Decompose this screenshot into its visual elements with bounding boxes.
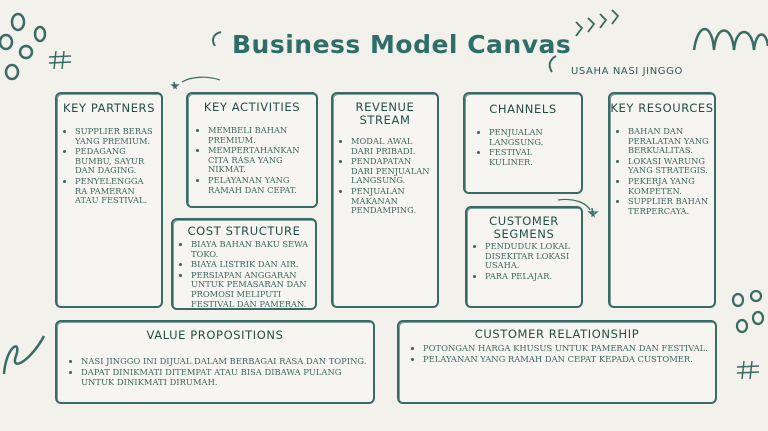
customer-relationship-box: CUSTOMER RELATIONSHIP POTONGAN HARGA KHU… xyxy=(397,320,717,404)
list-item: MEMPERTAHANKAN CITA RASA YANG NIKMAT. xyxy=(208,145,312,175)
list-item: SUPPLIER BAHAN TERPERCAYA. xyxy=(628,196,712,216)
value-propositions-heading: VALUE PROPOSITIONS xyxy=(146,328,284,342)
customer-segments-box: CUSTOMER SEGMENS PENDUDUK LOKAL DISEKITA… xyxy=(465,206,583,308)
list-item: BIAYA LISTRIK DAN AIR. xyxy=(191,260,311,270)
circle-doodles-top-left xyxy=(0,12,47,81)
list-item: MEMBELI BAHAN PREMIUM. xyxy=(208,125,312,145)
channels-heading: CHANNELS xyxy=(489,102,557,116)
key-activities-heading: KEY ACTIVITIES xyxy=(203,100,301,114)
chevron-doodles xyxy=(575,9,620,37)
list-item: PENDUDUK LOKAL DISEKITAR LOKASI USAHA. xyxy=(485,241,577,271)
list-item: POTONGAN HARGA KHUSUS UNTUK PAMERAN DAN … xyxy=(423,343,711,353)
list-item: BIAYA BAHAN BAKU SEWA TOKO. xyxy=(191,239,311,259)
key-partners-box: KEY PARTNERS SUPPLIER BERAS YANG PREMIUM… xyxy=(55,92,163,308)
list-item: PELAYANAN YANG RAMAH DAN CEPAT. xyxy=(208,175,312,195)
revenue-stream-box: REVENUE STREAM MODAL AWAL DARI PRIBADI. … xyxy=(331,92,439,308)
cost-structure-box: COST STRUCTURE BIAYA BAHAN BAKU SEWA TOK… xyxy=(171,218,317,310)
list-item: PERSIAPAN ANGGARAN UNTUK PEMASARAN DAN P… xyxy=(191,270,311,309)
cost-structure-heading: COST STRUCTURE xyxy=(187,224,301,238)
key-partners-list: SUPPLIER BERAS YANG PREMIUM. PEDAGANG BU… xyxy=(57,126,161,206)
list-item: PARA PELAJAR. xyxy=(485,271,577,282)
customer-relationship-list: POTONGAN HARGA KHUSUS UNTUK PAMERAN DAN … xyxy=(399,343,715,364)
list-item: PENDAPATAN DARI PENJUALAN LANGSUNG. xyxy=(351,156,433,186)
list-item: SUPPLIER BERAS YANG PREMIUM. xyxy=(75,126,157,146)
list-item: DAPAT DINIKMATI DITEMPAT ATAU BISA DIBAW… xyxy=(81,367,369,387)
list-item: PENJUALAN MAKANAN PENDAMPING. xyxy=(351,186,433,216)
list-item: PELAYANAN YANG RAMAH DAN CEPAT KEPADA CU… xyxy=(423,354,711,364)
key-resources-heading: KEY RESOURCES xyxy=(610,101,714,115)
list-item: LOKASI WARUNG YANG STRATEGIS. xyxy=(628,156,712,176)
channels-box: CHANNELS PENJUALAN LANGSUNG. FESTIVAL KU… xyxy=(463,92,583,194)
key-activities-list: MEMBELI BAHAN PREMIUM. MEMPERTAHANKAN CI… xyxy=(188,125,316,195)
key-partners-heading: KEY PARTNERS xyxy=(62,101,156,115)
customer-segments-list: PENDUDUK LOKAL DISEKITAR LOKASI USAHA. P… xyxy=(467,241,581,282)
wave-doodle-left xyxy=(2,335,46,375)
customer-relationship-heading: CUSTOMER RELATIONSHIP xyxy=(474,327,640,341)
revenue-stream-list: MODAL AWAL DARI PRIBADI. PENDAPATAN DARI… xyxy=(333,136,437,216)
list-item: PEDAGANG BUMBU, SAYUR DAN DAGING. xyxy=(75,146,157,176)
key-resources-box: KEY RESOURCES BAHAN DAN PERALATAN YANG B… xyxy=(608,92,716,308)
quote-doodle xyxy=(212,31,222,47)
customer-segments-heading: CUSTOMER SEGMENS xyxy=(489,214,559,241)
list-item: FESTIVAL KULINER. xyxy=(489,147,577,167)
revenue-stream-heading: REVENUE STREAM xyxy=(355,100,415,127)
quote-doodle-right xyxy=(548,55,557,73)
cost-structure-list: BIAYA BAHAN BAKU SEWA TOKO. BIAYA LISTRI… xyxy=(173,239,315,309)
key-activities-box: KEY ACTIVITIES MEMBELI BAHAN PREMIUM. ME… xyxy=(186,92,318,208)
hash-doodle-top xyxy=(48,50,72,70)
value-propositions-list: NASI JINGGO INI DIJUAL DALAM BERBAGAI RA… xyxy=(57,356,373,387)
key-resources-list: BAHAN DAN PERALATAN YANG BERKUALITAS. LO… xyxy=(610,126,714,216)
wave-doodle-top xyxy=(692,28,768,51)
list-item: PENJUALAN LANGSUNG. xyxy=(489,127,577,147)
value-propositions-box: VALUE PROPOSITIONS NASI JINGGO INI DIJUA… xyxy=(55,320,375,404)
page-subtitle: USAHA NASI JINGGO xyxy=(571,66,683,77)
channels-list: PENJUALAN LANGSUNG. FESTIVAL KULINER. xyxy=(465,127,581,167)
star-doodle-left xyxy=(170,76,221,90)
hash-doodle-bottom xyxy=(736,360,760,380)
star-doodle-right xyxy=(557,198,599,218)
page-title: Business Model Canvas xyxy=(232,30,572,59)
list-item: PEKERJA YANG KOMPETEN. xyxy=(628,176,712,196)
list-item: NASI JINGGO INI DIJUAL DALAM BERBAGAI RA… xyxy=(81,356,369,366)
list-item: MODAL AWAL DARI PRIBADI. xyxy=(351,136,433,156)
list-item: BAHAN DAN PERALATAN YANG BERKUALITAS. xyxy=(628,126,712,156)
circle-doodles-right xyxy=(731,290,765,334)
list-item: PENYELENGGA RA PAMERAN ATAU FESTIVAL. xyxy=(75,176,157,206)
